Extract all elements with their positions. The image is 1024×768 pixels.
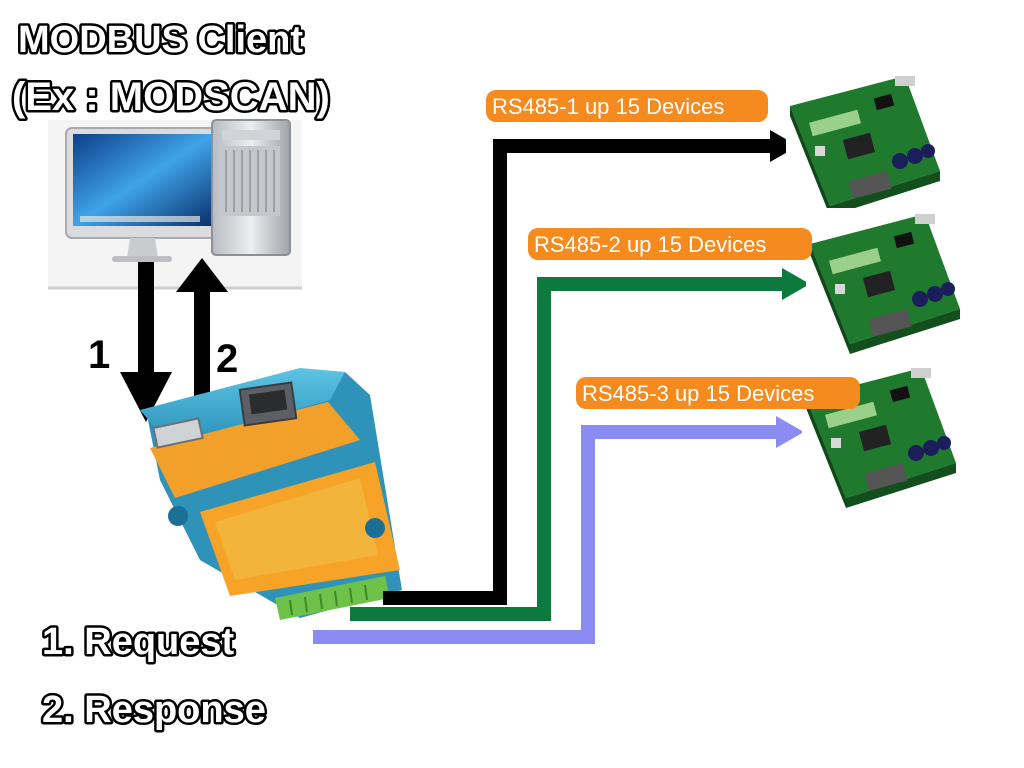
request-step-number: 1 [88,333,110,377]
bus-label-text-2: RS485-2 up 15 Devices [534,232,766,257]
response-step-number: 2 [216,337,238,381]
bus-line-rs485-3 [313,425,778,644]
bus-label-text-1: RS485-1 up 15 Devices [492,94,724,119]
device-board-rs485-1 [786,70,940,220]
bus-label-bg-2 [528,228,812,260]
client-title-line2: (Ex : MODSCAN) [12,75,330,119]
bus-line-rs485-1 [383,139,772,605]
bus-label-text-3: RS485-3 up 15 Devices [582,381,814,406]
client-title-line1: MODBUS Client [18,19,303,61]
converter-device [140,368,402,620]
bus-label-rs485-1: RS485-1 up 15 Devices [486,90,768,122]
device-board-rs485-2 [806,208,960,358]
bus-arrowhead-rs485-2 [782,268,810,300]
bus-arrowhead-rs485-3 [776,416,804,448]
bus-label-rs485-2: RS485-2 up 15 Devices [528,228,812,260]
bus-arrowhead-rs485-1 [770,130,798,162]
computer-illustration [48,119,302,290]
request-arrow [120,262,172,422]
bus-label-bg-1 [486,90,768,122]
bus-line-rs485-2 [350,277,784,621]
legend-request: 1. Request [42,621,235,663]
response-arrow [176,258,228,410]
bus-label-rs485-3: RS485-3 up 15 Devices [576,377,860,409]
bus-label-bg-3 [576,377,860,409]
legend-response: 2. Response [42,689,266,731]
